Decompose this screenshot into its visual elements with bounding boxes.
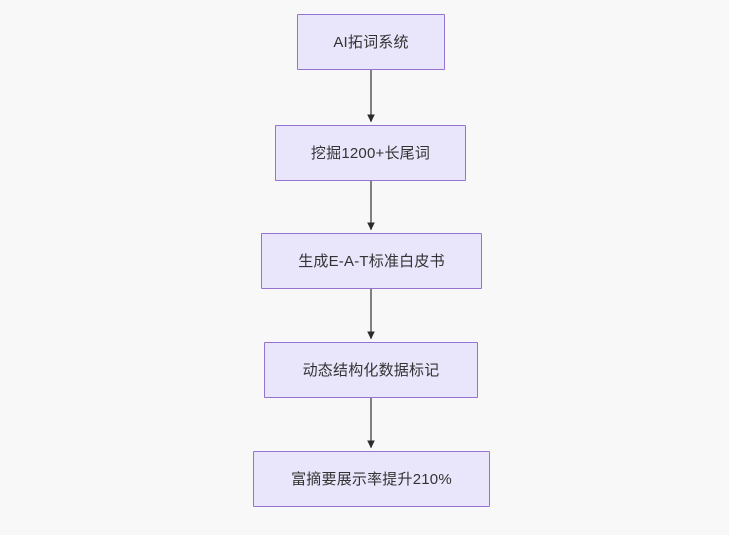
flowchart-node-label: 富摘要展示率提升210% [291,470,452,488]
flowchart-node-rich-snippet-impression-lift[interactable]: 富摘要展示率提升210% [253,451,490,507]
flowchart-node-label: AI拓词系统 [333,33,409,51]
flowchart-node-ai-keyword-system[interactable]: AI拓词系统 [297,14,445,70]
flowchart-node-generate-eat-whitepaper[interactable]: 生成E-A-T标准白皮书 [261,233,482,289]
flowchart-node-label: 生成E-A-T标准白皮书 [298,252,445,270]
flowchart-node-label: 动态结构化数据标记 [302,361,440,379]
flowchart-node-dynamic-structured-data-markup[interactable]: 动态结构化数据标记 [264,342,478,398]
flowchart-node-mine-longtail-keywords[interactable]: 挖掘1200+长尾词 [275,125,466,181]
flowchart-node-label: 挖掘1200+长尾词 [310,144,431,162]
